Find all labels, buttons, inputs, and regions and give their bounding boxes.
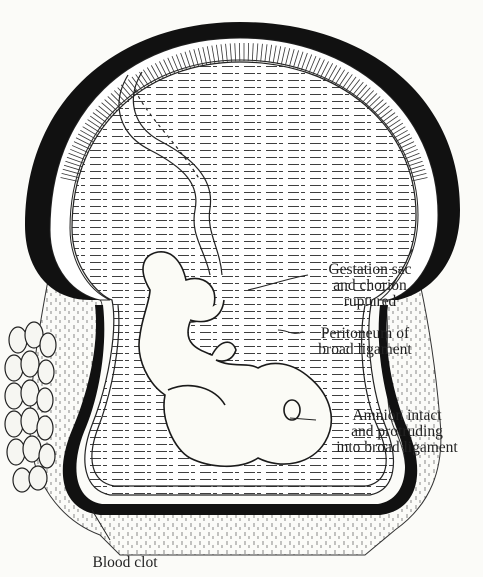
label-peritoneum: Peritoneum of broad ligament [305, 326, 425, 358]
label-blood-clot: Blood clot [75, 555, 175, 571]
label-amnion: Amnion intact and protruding into broad … [314, 408, 480, 456]
label-gestation-sac: Gestation sac and chorion ruptured [310, 262, 430, 310]
